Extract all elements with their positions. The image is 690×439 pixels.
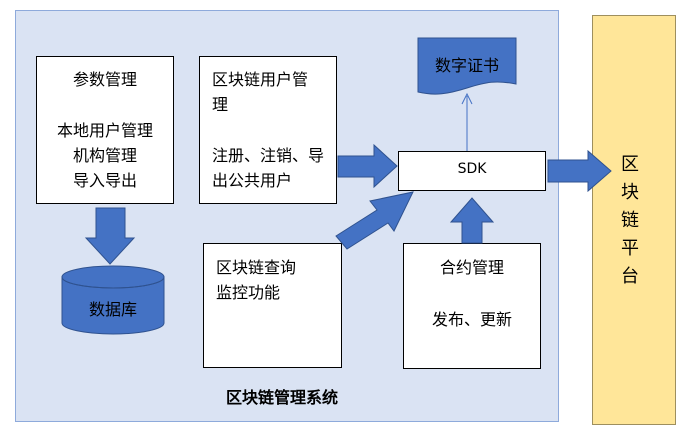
params-item-import-export: 导入导出 (72, 171, 137, 190)
sdk-label: SDK (457, 161, 487, 177)
platform-char-3: 链 (621, 210, 639, 231)
query-title-line2: 监控功能 (216, 283, 281, 302)
database-label: 数据库 (88, 300, 137, 319)
params-title: 参数管理 (72, 70, 137, 89)
contract-desc: 发布、更新 (431, 310, 512, 329)
params-item-org: 机构管理 (72, 146, 137, 165)
blockchain-platform-panel (592, 15, 676, 425)
database-cylinder (61, 276, 165, 335)
sdk-to-certificate-arrowhead (461, 92, 473, 105)
certificate-label: 数字证书 (434, 56, 499, 75)
chain-user-to-sdk-arrow (337, 143, 398, 189)
params-management-box: 参数管理 本地用户管理 机构管理 导入导出 (36, 56, 174, 204)
query-to-sdk-arrow (335, 191, 414, 250)
chain-user-desc-line1: 注册、注销、导 (212, 146, 325, 165)
platform-label: 区 块 链 平 台 (615, 150, 645, 290)
query-title-line1: 区块链查询 (216, 258, 297, 277)
contract-to-sdk-arrow (449, 197, 495, 244)
chain-user-title-line2: 理 (212, 95, 229, 114)
platform-char-5: 台 (621, 266, 639, 287)
system-label: 区块链管理系统 (226, 388, 339, 407)
chain-user-title-line1: 区块链用户管 (212, 70, 309, 89)
contract-management-box: 合约管理 发布、更新 (403, 243, 541, 369)
platform-char-1: 区 (621, 154, 639, 175)
params-to-database-arrow (84, 207, 136, 265)
sdk-box: SDK (398, 151, 546, 191)
contract-title: 合约管理 (439, 258, 504, 277)
chain-user-management-box: 区块链用户管 理 注册、注销、导 出公共用户 (199, 56, 337, 204)
platform-char-2: 块 (621, 182, 639, 203)
chain-user-desc-line2: 出公共用户 (212, 171, 293, 190)
chain-query-monitor-box: 区块链查询 监控功能 (203, 243, 342, 368)
certificate-document-shape (417, 37, 517, 95)
params-item-local-user: 本地用户管理 (56, 121, 153, 140)
sdk-to-platform-arrow (547, 149, 612, 193)
platform-char-4: 平 (621, 238, 639, 259)
